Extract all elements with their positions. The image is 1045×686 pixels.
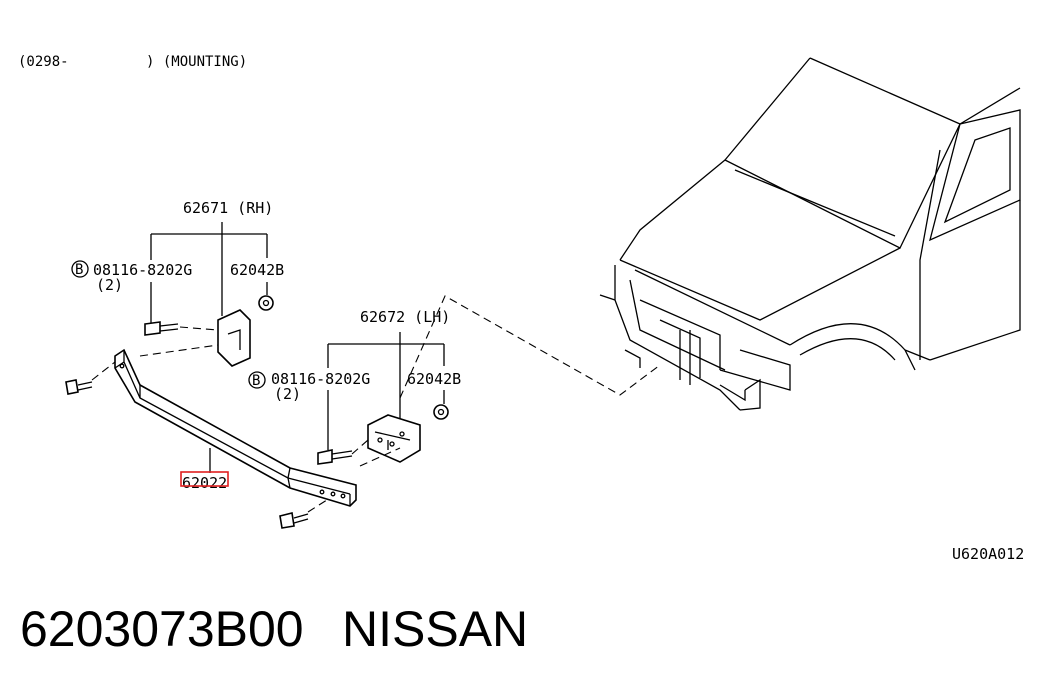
rh-bolt-prefix: B [75,262,83,278]
rh-nut-label: 62042B [230,261,284,279]
beam-part-label: 62022 [182,474,227,492]
lh-assembly: 62672 (LH) B 08116-8202G (2) 62042B [248,308,461,467]
lh-leader-lines [327,332,445,420]
beam-right-bolt-icon [279,512,295,529]
diagram-code: U620A012 [952,545,1024,563]
lh-bolt-circle-icon [248,371,266,389]
footer-brand: NISSAN [342,601,528,657]
lh-part-label: 62672 (LH) [360,308,450,326]
rh-assembly: 62671 (RH) B 08116-8202G (2) 62042B [71,199,284,367]
rh-bolt-label: 08116-8202G [93,261,192,279]
rh-part-label: 62671 (RH) [183,199,273,217]
beam-body-icon [114,348,357,507]
rh-bracket-icon [217,309,251,367]
lh-bracket-icon [367,414,421,463]
beam-part-highlight [180,471,229,487]
rh-bolt-circle-icon [71,260,89,278]
beam-left-bolt-icon [65,379,79,395]
footer-part-number: 6203073B00 [20,601,304,657]
lh-bolt-label: 08116-8202G [271,370,370,388]
leader-dashed [399,295,661,399]
rh-bolt-qty: (2) [96,276,123,294]
header-code: (0298- [18,54,69,70]
lh-bolt-prefix: B [252,373,260,389]
lh-nut-label: 62042B [407,370,461,388]
header-suffix: ) (MOUNTING) [146,54,247,70]
vehicle-outline [599,57,1021,411]
rh-leader-lines [150,222,268,316]
front-beam: 62022 [65,348,357,529]
rh-bolt-icon [144,321,161,336]
lh-bolt-icon [317,449,333,465]
lh-nut-icon [433,404,449,420]
rh-nut-icon [258,295,274,311]
lh-bolt-qty: (2) [274,385,301,403]
